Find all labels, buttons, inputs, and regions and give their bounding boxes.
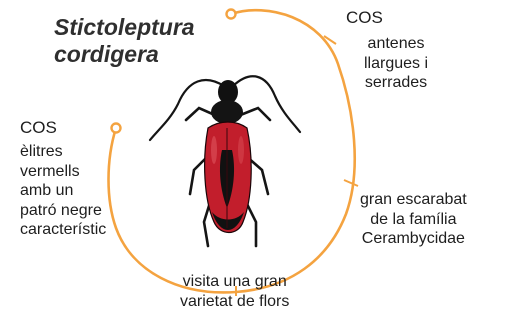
spiral-start-ring [225, 8, 237, 20]
species-title: Stictoleptura cordigera [54, 14, 195, 68]
family-description: gran escarabat de la família Cerambycida… [360, 191, 467, 248]
head-heading: COS [346, 8, 383, 27]
connector-head [323, 35, 337, 45]
spiral-end-ring [110, 122, 122, 134]
beetle-icon [148, 75, 302, 248]
flowers-description: visita una gran varietat de flors [180, 273, 290, 310]
head-description: antenes llargues i serrades [364, 35, 429, 92]
body-description: èlitres vermells amb un patró negre cara… [20, 143, 107, 239]
connector-family [343, 179, 359, 187]
body-heading: COS [20, 118, 57, 137]
spiral-arc [107, 8, 357, 294]
